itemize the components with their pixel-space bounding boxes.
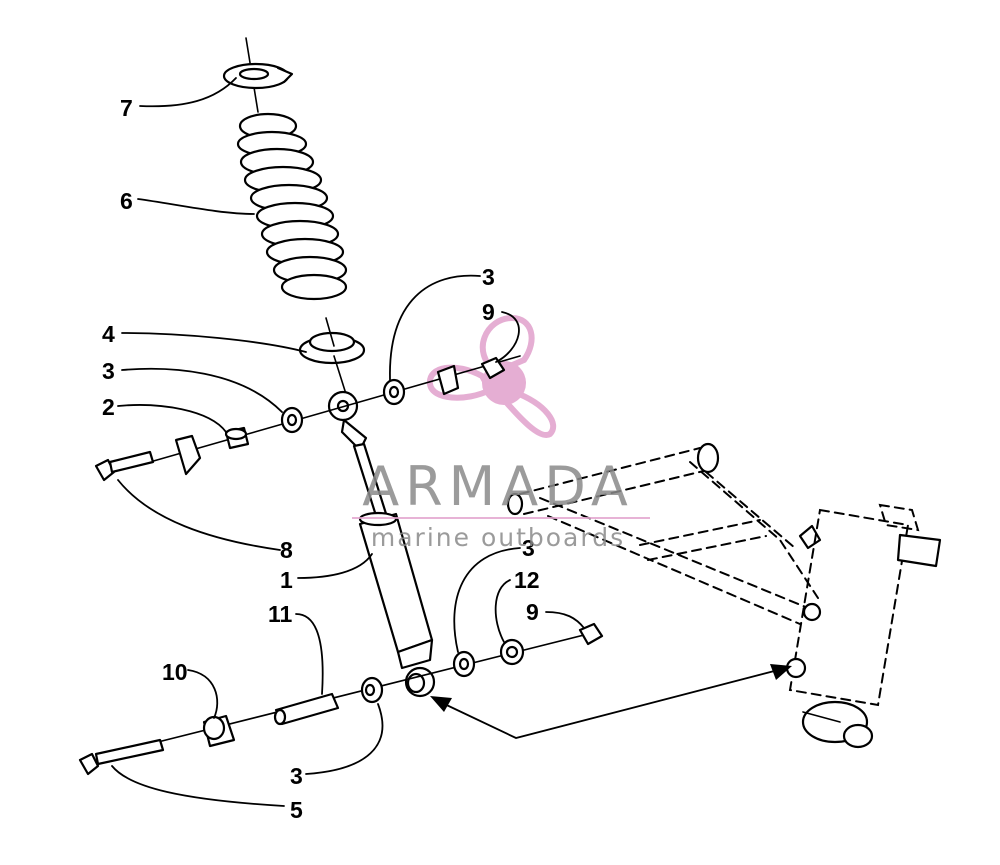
callout-6: 6 bbox=[120, 188, 133, 214]
callout-4: 4 bbox=[102, 321, 115, 347]
callout-11: 11 bbox=[268, 601, 293, 627]
callout-10: 10 bbox=[162, 659, 188, 685]
callout-8: 8 bbox=[280, 537, 293, 563]
watermark-tagline: marine outboards bbox=[371, 523, 625, 552]
lower-mounting-hardware bbox=[78, 622, 604, 776]
spring-retainer bbox=[222, 37, 294, 113]
callout-3: 3 bbox=[290, 763, 303, 789]
callout-9: 9 bbox=[482, 299, 495, 325]
upper-mounting-hardware bbox=[94, 355, 521, 482]
spring-seat bbox=[298, 317, 366, 365]
callout-2: 2 bbox=[102, 394, 115, 420]
watermark: ARMADA marine outboards bbox=[352, 455, 650, 552]
callout-12: 12 bbox=[514, 567, 540, 593]
frame-outline bbox=[506, 442, 942, 749]
shock-absorber bbox=[327, 355, 436, 698]
watermark-brand: ARMADA bbox=[362, 455, 634, 518]
callout-5: 5 bbox=[290, 797, 303, 823]
callout-3: 3 bbox=[482, 264, 495, 290]
callout-9: 9 bbox=[526, 599, 539, 625]
callout-labels: 7 6 4 3 2 3 9 8 1 11 3 12 9 10 3 5 bbox=[102, 95, 540, 823]
leader-lines bbox=[111, 77, 585, 807]
callout-3: 3 bbox=[102, 358, 115, 384]
mount-arrow bbox=[430, 664, 792, 739]
coil-spring bbox=[236, 112, 348, 301]
callout-1: 1 bbox=[280, 567, 293, 593]
callout-3: 3 bbox=[522, 535, 535, 561]
callout-7: 7 bbox=[120, 95, 133, 121]
